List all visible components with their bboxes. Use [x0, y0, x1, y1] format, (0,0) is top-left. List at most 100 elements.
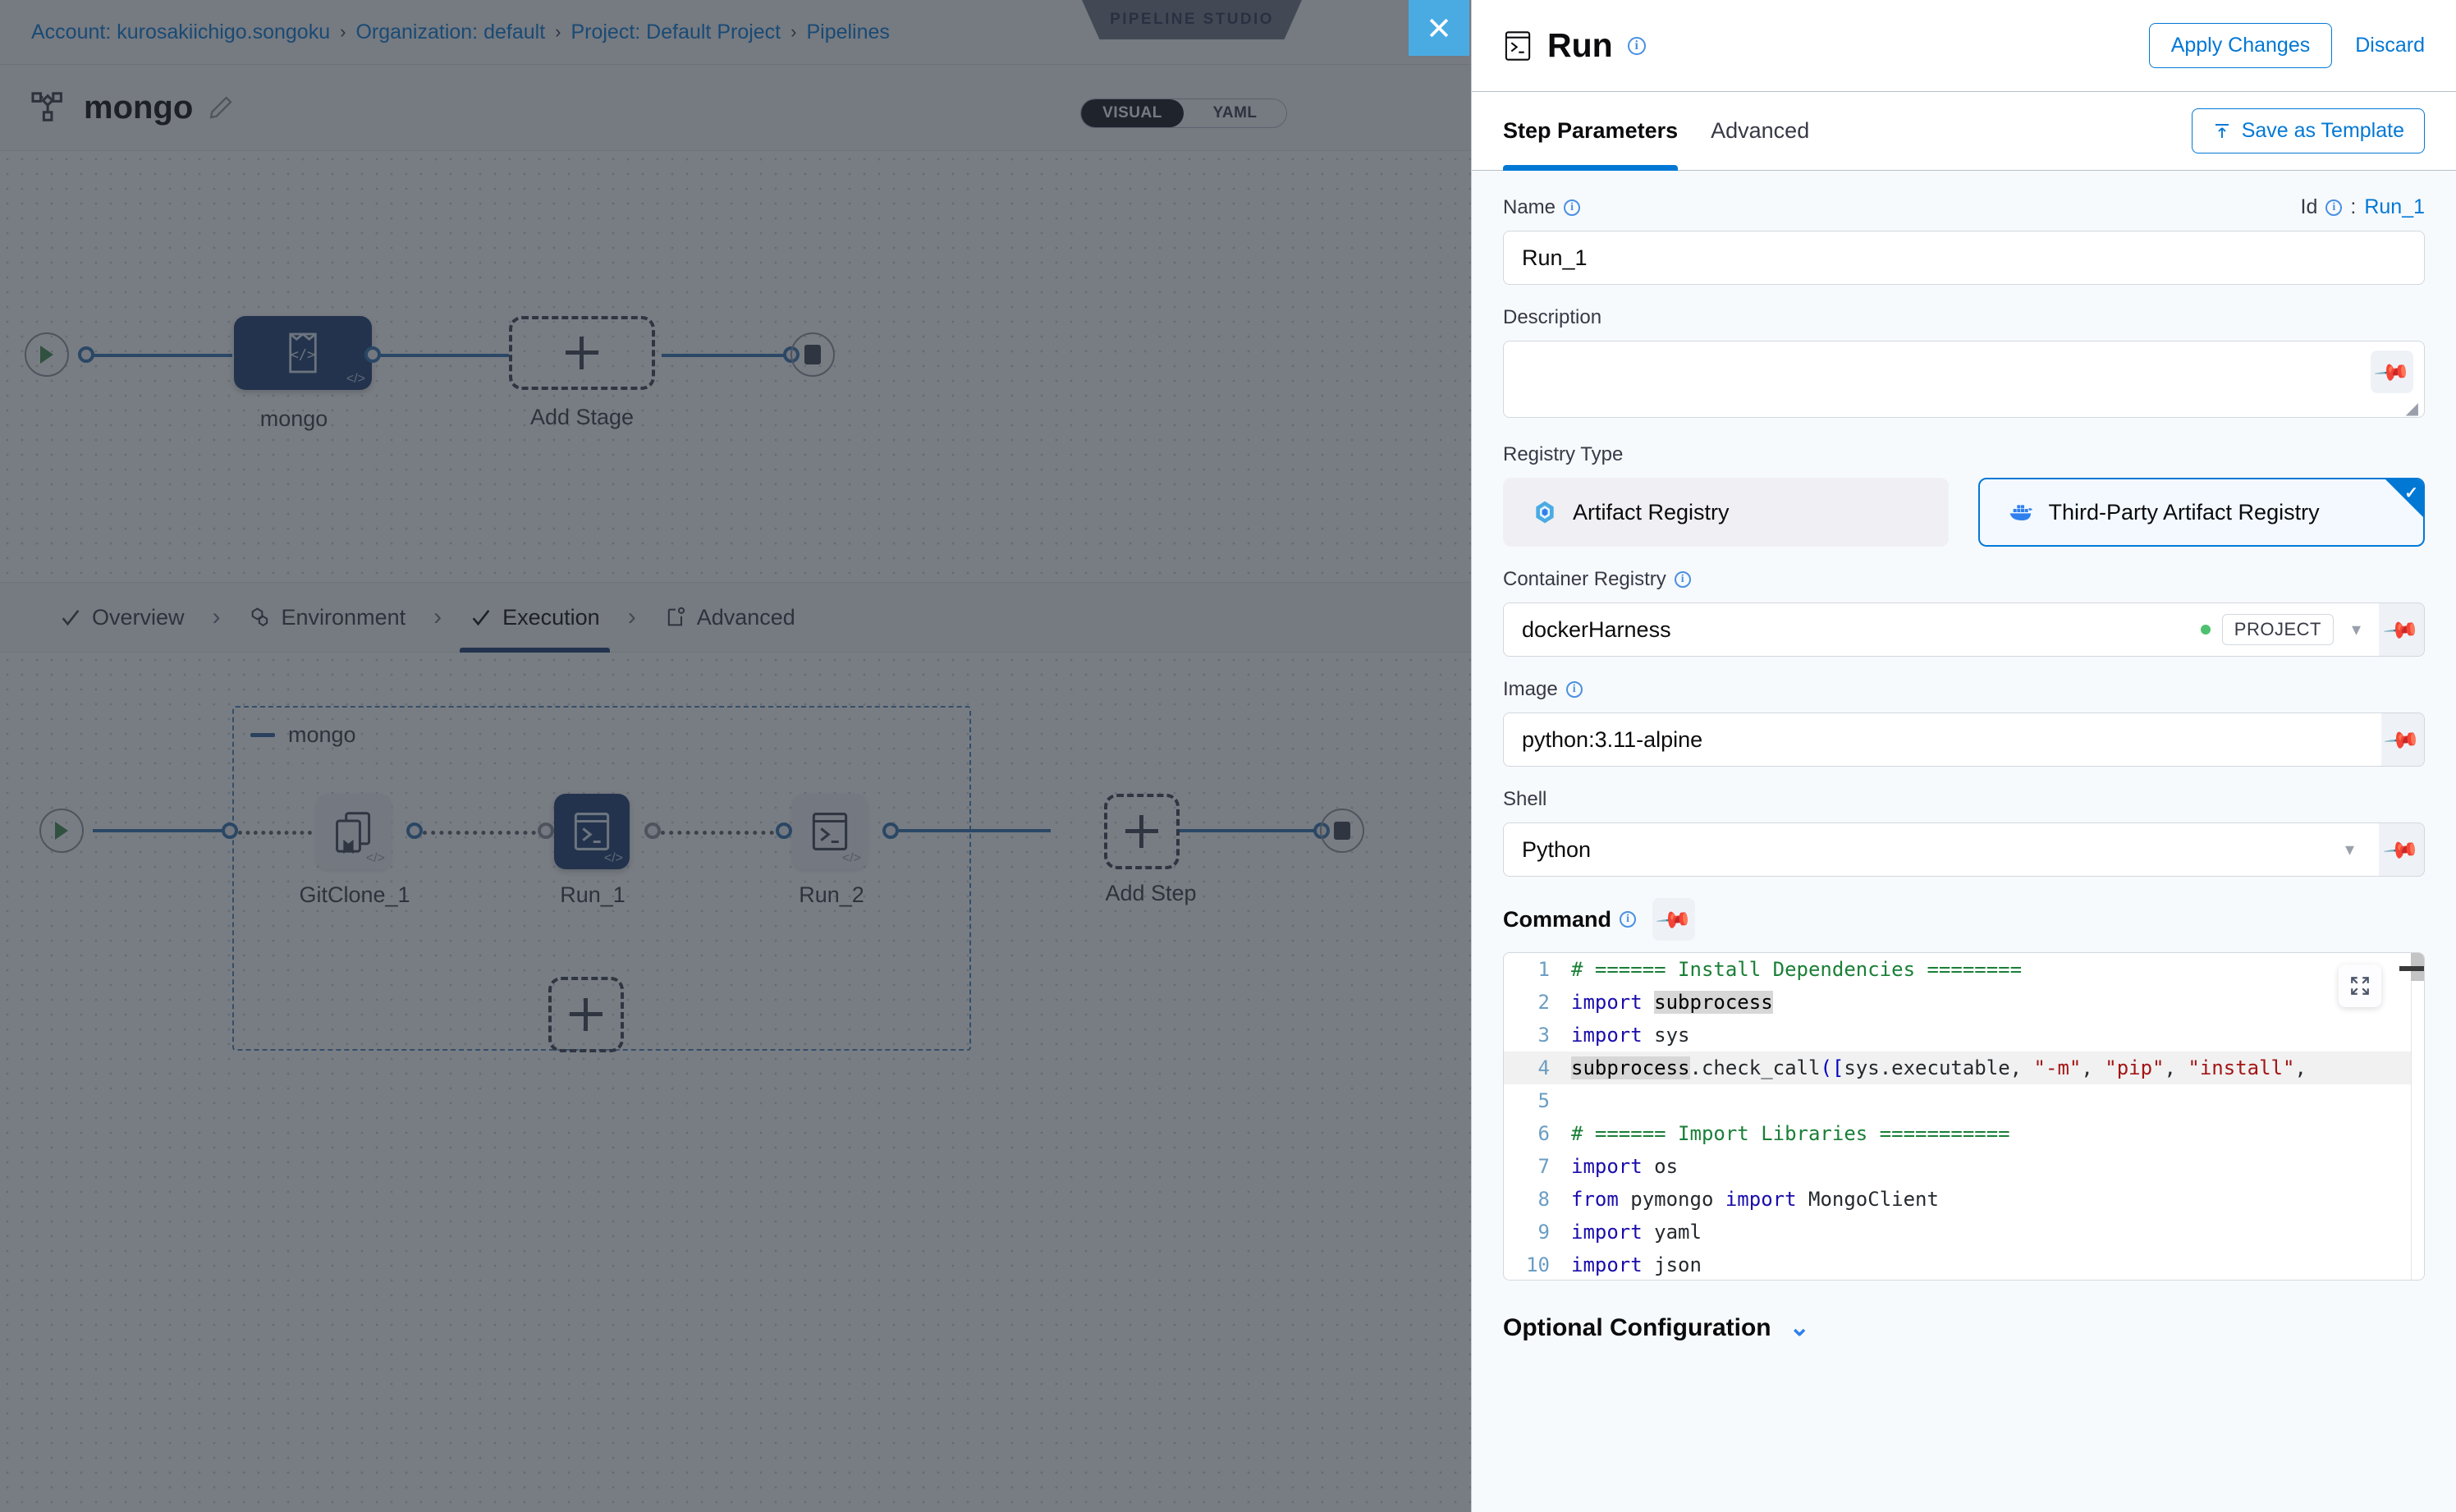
command-pin-button[interactable]: 📌	[1652, 898, 1695, 941]
registry-option-label: Artifact Registry	[1573, 500, 1730, 525]
pin-icon: 📌	[2383, 720, 2422, 759]
code-line[interactable]: 3import sys	[1504, 1019, 2424, 1052]
code-line-content: import yaml	[1571, 1221, 1702, 1244]
optional-configuration-toggle[interactable]: Optional Configuration ⌄	[1503, 1313, 2425, 1342]
name-label: Name	[1503, 196, 1556, 219]
run1-in-port[interactable]	[538, 822, 554, 839]
exec-start-node	[39, 809, 84, 853]
name-input[interactable]	[1503, 231, 2425, 285]
container-registry-label: Container Registry	[1503, 568, 1666, 591]
info-icon[interactable]: i	[1675, 571, 1691, 588]
info-icon[interactable]: i	[1564, 199, 1580, 216]
tab-advanced[interactable]: Advanced	[646, 582, 813, 653]
tab-advanced[interactable]: Advanced	[1711, 92, 1809, 171]
exec-start-port[interactable]	[222, 822, 238, 839]
code-line[interactable]: 4subprocess.check_call([sys.executable, …	[1504, 1052, 2424, 1084]
minus-icon[interactable]	[250, 733, 275, 737]
command-code-editor[interactable]: 1# ====== Install Dependencies ========2…	[1503, 952, 2425, 1281]
code-line[interactable]: 1# ====== Install Dependencies ========	[1504, 953, 2424, 986]
stage-group-label[interactable]: mongo	[250, 722, 356, 748]
view-mode-toggle[interactable]: VISUAL YAML	[1080, 99, 1287, 128]
code-line[interactable]: 8from pymongo import MongoClient	[1504, 1183, 2424, 1216]
close-button[interactable]	[1409, 0, 1469, 56]
stage-start-port[interactable]	[78, 346, 94, 363]
code-line-number: 7	[1504, 1155, 1571, 1178]
stage-config-tabs[interactable]: Overview › Environment › Execution › Adv…	[0, 582, 1471, 653]
exec-end-node	[1320, 809, 1364, 853]
panel-tabs[interactable]: Step Parameters Advanced Save as Templat…	[1472, 92, 2456, 171]
info-icon[interactable]: i	[1628, 37, 1646, 55]
info-icon[interactable]: i	[1566, 681, 1583, 698]
breadcrumb-organization[interactable]: Organization: default	[355, 21, 545, 44]
code-line-number: 5	[1504, 1089, 1571, 1112]
code-line[interactable]: 9import yaml	[1504, 1216, 2424, 1249]
pencil-icon[interactable]	[208, 94, 234, 121]
registry-option-third-party-artifact-registry[interactable]: Third-Party Artifact Registry ✓	[1978, 478, 2426, 547]
breadcrumb-pipelines[interactable]: Pipelines	[806, 21, 889, 44]
code-line[interactable]: 10import json	[1504, 1249, 2424, 1280]
apply-changes-button[interactable]: Apply Changes	[2149, 23, 2333, 68]
container-registry-input[interactable]: dockerHarness PROJECT ▾	[1503, 603, 2379, 657]
scope-badge: PROJECT	[2222, 614, 2334, 645]
add-step-button[interactable]	[1104, 794, 1180, 869]
code-line[interactable]: 2import subprocess	[1504, 986, 2424, 1019]
image-pin-button[interactable]: 📌	[2381, 712, 2425, 767]
plus-icon	[570, 998, 603, 1031]
view-toggle-yaml[interactable]: YAML	[1184, 99, 1286, 127]
run2-out-port[interactable]	[882, 822, 899, 839]
tab-step-parameters[interactable]: Step Parameters	[1503, 92, 1678, 171]
registry-type-label: Registry Type	[1503, 443, 2425, 466]
stage-node-mongo[interactable]: </> </>	[234, 316, 372, 390]
registry-option-artifact-registry[interactable]: Artifact Registry	[1503, 478, 1949, 547]
stage-end-port[interactable]	[364, 346, 381, 363]
execution-graph-canvas[interactable]: </> GitClone_1 </> Run_1 </> Run_2	[0, 653, 1471, 1512]
resize-grip-icon[interactable]: ◢	[2406, 398, 2418, 419]
plus-icon	[566, 337, 598, 369]
breadcrumb-project[interactable]: Project: Default Project	[570, 21, 781, 44]
code-line[interactable]: 7import os	[1504, 1150, 2424, 1183]
expand-editor-button[interactable]	[2339, 964, 2381, 1007]
run1-out-port[interactable]	[644, 822, 661, 839]
step-node-gitclone-1[interactable]: </>	[316, 794, 392, 869]
tab-environment[interactable]: Environment	[231, 582, 424, 653]
terminal-icon	[571, 809, 612, 854]
code-line[interactable]: 5	[1504, 1084, 2424, 1117]
shell-pin-button[interactable]: 📌	[2379, 822, 2425, 877]
gitclone-out-port[interactable]	[406, 822, 423, 839]
add-parallel-step-button[interactable]	[548, 977, 624, 1052]
stage-edge	[662, 354, 791, 357]
image-input[interactable]	[1503, 712, 2381, 767]
tab-overview[interactable]: Overview	[41, 582, 203, 653]
step-node-run-1[interactable]: </>	[554, 794, 630, 869]
step-node-run-2[interactable]: </>	[792, 794, 868, 869]
command-label: Command	[1503, 907, 1611, 932]
exec-edge	[1180, 829, 1323, 832]
view-toggle-visual[interactable]: VISUAL	[1081, 99, 1184, 127]
description-textarea[interactable]	[1503, 341, 2425, 418]
description-pin-button[interactable]: 📌	[2371, 351, 2413, 393]
chevron-down-icon: ▾	[2339, 839, 2361, 860]
info-icon[interactable]: i	[1620, 911, 1636, 928]
exec-edge	[899, 829, 1051, 832]
chevron-down-icon[interactable]: ▾	[2345, 619, 2367, 640]
stage-edge	[93, 354, 232, 357]
info-icon[interactable]: i	[2325, 199, 2342, 216]
command-label-group: Command i	[1503, 907, 1636, 932]
stage-graph-canvas[interactable]: </> </> mongo Add Stage	[0, 152, 1471, 590]
code-line[interactable]: 6# ====== Import Libraries ===========	[1504, 1117, 2424, 1150]
tab-execution[interactable]: Execution	[451, 582, 618, 653]
code-vertical-scrollbar[interactable]	[2411, 953, 2424, 1280]
exec-edge-dotted	[661, 831, 782, 835]
save-as-template-button[interactable]: Save as Template	[2192, 108, 2425, 153]
shell-select[interactable]: Python ▾	[1503, 822, 2379, 877]
run2-in-port[interactable]	[776, 822, 792, 839]
discard-button[interactable]: Discard	[2355, 34, 2425, 57]
code-line-number: 4	[1504, 1056, 1571, 1079]
tab-advanced-label: Advanced	[697, 605, 795, 630]
command-block: Command i 📌 1# ====== Install Dependenci…	[1503, 898, 2425, 1281]
container-registry-pin-button[interactable]: 📌	[2379, 603, 2425, 657]
breadcrumb-account[interactable]: Account: kurosakiichigo.songoku	[31, 21, 330, 44]
name-label-group: Name i	[1503, 196, 1580, 219]
optional-configuration-label: Optional Configuration	[1503, 1314, 1771, 1342]
add-stage-button[interactable]	[509, 316, 655, 390]
